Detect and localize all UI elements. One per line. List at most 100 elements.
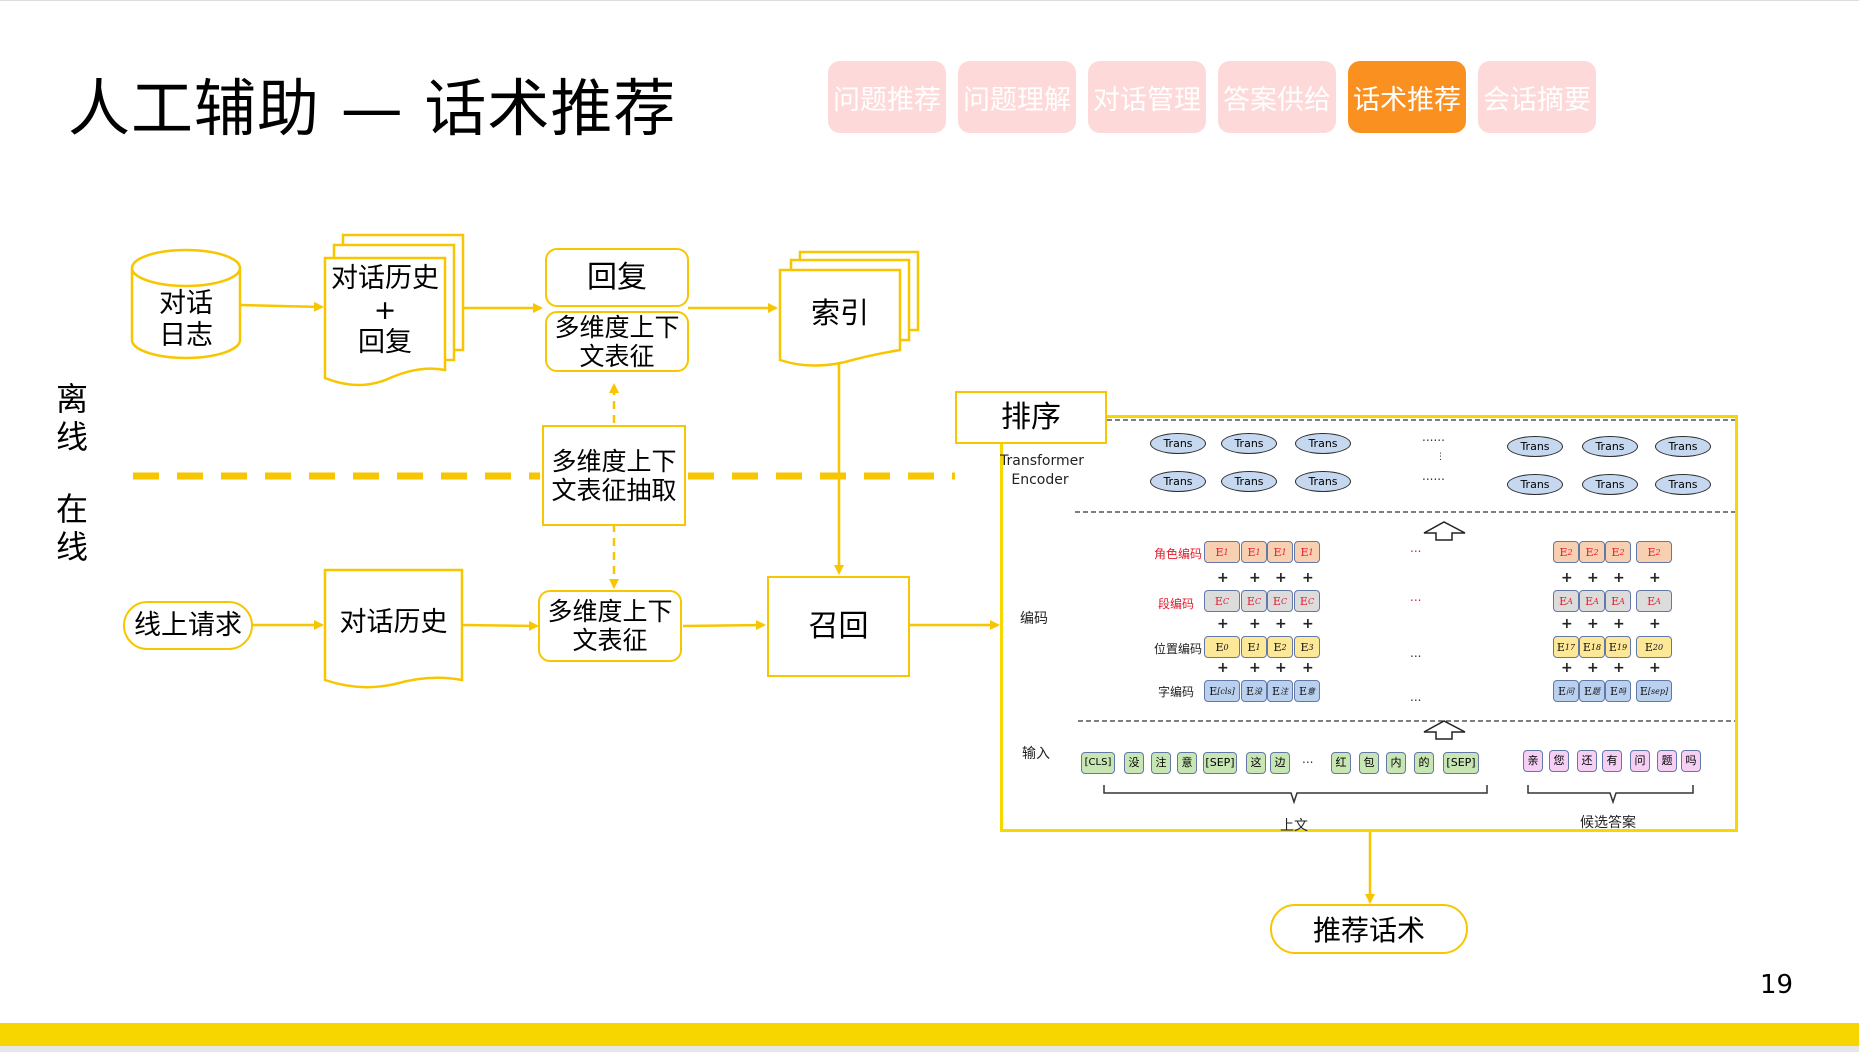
context-token: 红 [1331,752,1351,774]
context-token: [SEP] [1443,752,1479,774]
context-token: 注 [1151,752,1171,774]
candidate-token: 吗 [1681,750,1701,772]
candidate-token: 题 [1657,750,1677,772]
candidate-caption: 候选答案 [1580,815,1636,831]
offline-text: 离线 [55,380,88,456]
arrow [239,301,324,312]
recommended-script-label: 推荐话术 [1312,914,1425,947]
segment-encoding-label: 段编码 [1158,597,1195,611]
context-token: 这 [1246,752,1266,774]
context-brace [1103,785,1488,805]
candidate-token: 亲 [1523,750,1543,772]
up-arrow-icon [1423,521,1466,541]
tab-question-recommend[interactable]: 问题推荐 [828,61,946,133]
encode-label: 编码 [1020,611,1048,627]
tab-answer-supply[interactable]: 答案供给 [1218,61,1336,133]
offline-label: 离线 [52,380,92,456]
index-documents-icon [778,250,920,367]
trans-dots: ...... [1422,430,1445,444]
rank-label: 排序 [1001,399,1061,435]
transformer-block: Trans [1150,471,1206,492]
online-text: 在线 [55,490,88,566]
context-token: [SEP] [1203,752,1237,774]
trans-vdots: ⋮ [1436,452,1445,462]
context-token: 包 [1359,752,1379,774]
token-encoding-label: 字编码 [1158,685,1195,699]
rank-node: 排序 [955,391,1107,444]
tab-dialog-management[interactable]: 对话管理 [1088,61,1206,133]
embedding-cell: E[cls] [1204,680,1240,702]
row-ellipsis: ... [1410,690,1422,704]
plus-sign: + [1587,660,1599,676]
candidate-token: 还 [1577,750,1597,772]
plus-sign: + [1217,616,1229,632]
top-divider [0,0,1859,1]
context-token: 边 [1270,752,1290,774]
documents-icon [323,233,465,387]
transformer-block: Trans [1655,436,1711,457]
up-arrow-icon [1423,720,1466,740]
plus-sign: + [1649,660,1661,676]
plus-sign: + [1302,570,1314,586]
input-label: 输入 [1022,746,1050,762]
database-icon [130,248,242,360]
row-ellipsis: ... [1410,590,1422,604]
footer-underline [0,1046,1859,1052]
plus-sign: + [1613,616,1625,632]
multi-repr-node-offline: 多维度上下 文表征 [545,311,689,372]
recommended-script-node: 推荐话术 [1270,904,1468,954]
plus-sign: + [1613,570,1625,586]
plus-text: + [373,295,397,326]
plus-sign: + [1561,570,1573,586]
role-encoding-label: 角色编码 [1154,547,1203,561]
section-tabs: 问题推荐 问题理解 对话管理 答案供给 话术推荐 会话摘要 [828,61,1596,133]
tab-script-recommend[interactable]: 话术推荐 [1348,61,1466,133]
plus-sign: + [1302,616,1314,632]
transformer-block: Trans [1582,474,1638,495]
context-caption: 上文 [1280,818,1308,834]
reply-node: 回复 [545,248,689,307]
dialog-log-node: 对话 日志 [159,288,213,351]
transformer-block: Trans [1507,474,1563,495]
plus-sign: + [1249,660,1261,676]
tab-question-understanding[interactable]: 问题理解 [958,61,1076,133]
plus-sign: + [1275,616,1287,632]
candidate-brace [1527,785,1694,805]
index-node: 索引 [810,296,869,330]
recall-label: 召回 [808,608,869,644]
footer-bar [0,1023,1859,1046]
transformer-block: Trans [1295,433,1351,454]
page-title: 人工辅助 — 话术推荐 [68,72,677,145]
encoder-label: Transformer Encoder [1000,453,1085,488]
ranking-model-panel [1000,415,1738,832]
reply-node-label: 回复 [587,259,647,295]
plus-sign: + [1249,570,1261,586]
plus-sign: + [1587,616,1599,632]
plus-sign: + [1217,570,1229,586]
transformer-block: Trans [1221,433,1277,454]
online-request-label: 线上请求 [134,609,242,641]
arrow [682,620,766,631]
history-text: 对话历史 [331,263,439,294]
tab-session-summary[interactable]: 会话摘要 [1478,61,1596,133]
plus-sign: + [1561,616,1573,632]
plus-sign: + [1249,616,1261,632]
row-ellipsis: ... [1410,646,1422,660]
transformer-block: Trans [1221,471,1277,492]
arrow [462,620,539,631]
plus-sign: + [1613,660,1625,676]
candidate-token: 您 [1549,750,1569,772]
plus-sign: + [1649,616,1661,632]
